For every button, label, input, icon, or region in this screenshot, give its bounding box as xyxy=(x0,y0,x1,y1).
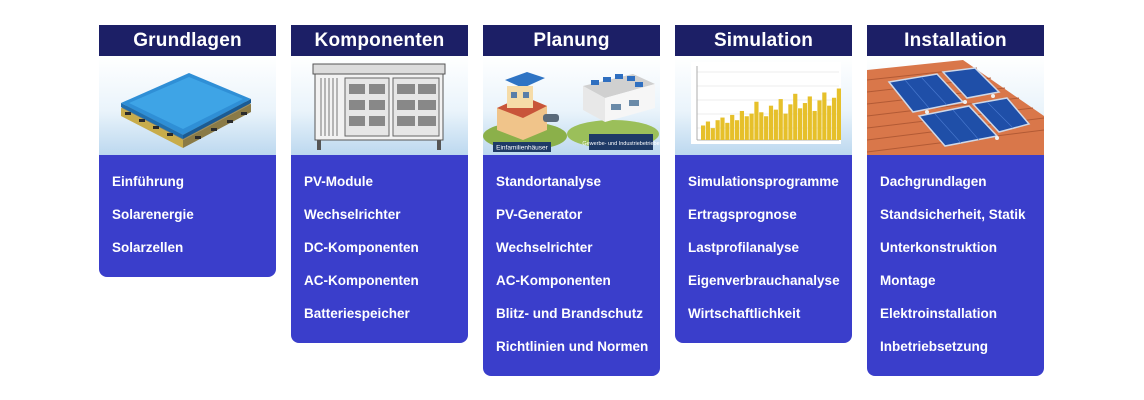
chart-bar xyxy=(812,110,817,140)
list-item[interactable]: PV-Generator xyxy=(496,207,583,222)
chart-bar xyxy=(768,105,774,140)
list-item[interactable]: PV-Module xyxy=(304,174,374,189)
list-item[interactable]: AC-Komponenten xyxy=(496,273,611,288)
list-item[interactable]: AC-Komponenten xyxy=(304,273,419,288)
chart-bar xyxy=(754,101,759,140)
card-title: Installation xyxy=(867,25,1044,56)
yield-bar-chart-illustration xyxy=(675,56,852,155)
list-item[interactable]: Batteriespeicher xyxy=(304,306,410,321)
list-item[interactable]: Richtlinien und Normen xyxy=(496,339,649,354)
card-title: Grundlagen xyxy=(99,25,276,56)
chart-bar xyxy=(827,105,832,140)
card-topic-list: Simulationsprogramme Ertragsprognose Las… xyxy=(675,155,852,343)
chart-bar xyxy=(764,116,769,140)
list-item[interactable]: Inbetriebsetzung xyxy=(880,339,989,354)
chart-bars xyxy=(701,88,841,140)
solar-cell-illustration xyxy=(99,56,276,155)
image-label: Gewerbe- und Industriebetriebe xyxy=(582,141,659,147)
list-item[interactable]: Eigenverbrauchanalyse xyxy=(688,273,840,288)
card-topic-list: Dachgrundlagen Standsicherheit, Statik U… xyxy=(867,155,1044,376)
list-item[interactable]: Unterkonstruktion xyxy=(880,240,998,255)
chart-bar xyxy=(836,88,841,140)
chart-bar xyxy=(734,120,740,140)
list-item[interactable]: Standortanalyse xyxy=(496,174,602,189)
chart-bar xyxy=(778,99,783,140)
chart-bar xyxy=(715,120,720,140)
list-item[interactable]: Wechselrichter xyxy=(496,240,593,255)
chart-bar xyxy=(730,114,735,140)
chart-bar xyxy=(744,116,749,140)
card-installation: Installation Dachgr xyxy=(867,25,1044,376)
list-item[interactable]: Wirtschaftlichkeit xyxy=(688,306,801,321)
list-item[interactable]: Einführung xyxy=(112,174,184,189)
chart-bar xyxy=(710,128,715,140)
list-item[interactable]: DC-Komponenten xyxy=(304,240,419,255)
chart-bar xyxy=(725,122,730,140)
card-planung: Planung Einfamilienhäuser G xyxy=(483,25,660,376)
image-label: Einfamilienhäuser xyxy=(496,145,549,152)
card-grundlagen: Grundlagen Einführung Solarenergie Solar… xyxy=(99,25,276,277)
chart-bar xyxy=(749,113,754,140)
buildings-illustration: Einfamilienhäuser Gewerbe- und Industrie… xyxy=(483,56,660,155)
chart-bar xyxy=(817,100,822,140)
card-title: Simulation xyxy=(675,25,852,56)
list-item[interactable]: Elektroinstallation xyxy=(880,306,998,321)
chart-bar xyxy=(802,103,808,140)
list-item[interactable]: Dachgrundlagen xyxy=(880,174,987,189)
list-item[interactable]: Simulationsprogramme xyxy=(688,174,839,189)
card-topic-list: Standortanalyse PV-Generator Wechselrich… xyxy=(483,155,660,376)
chart-bar xyxy=(807,96,812,140)
card-komponenten: Komponenten PV-Module xyxy=(291,25,468,343)
chart-bar xyxy=(739,110,744,140)
chart-bar xyxy=(720,117,725,140)
chart-bar xyxy=(831,97,837,140)
card-simulation: Simulation Simulationsprogramme Ertragsp… xyxy=(675,25,852,343)
chart-bar xyxy=(822,92,827,140)
battery-cabinet-illustration xyxy=(291,56,468,155)
chart-bar xyxy=(788,104,793,140)
roof-mounted-panels-illustration xyxy=(867,56,1044,155)
chart-bar xyxy=(759,112,764,140)
list-item[interactable]: Montage xyxy=(880,273,936,288)
list-item[interactable]: Wechselrichter xyxy=(304,207,401,222)
list-item[interactable]: Blitz- und Brandschutz xyxy=(496,306,643,321)
card-title: Planung xyxy=(483,25,660,56)
list-item[interactable]: Ertragsprognose xyxy=(688,207,797,222)
chart-bar xyxy=(798,108,803,140)
card-topic-list: Einführung Solarenergie Solarzellen xyxy=(99,155,276,277)
chart-bar xyxy=(783,113,788,140)
chart-bar xyxy=(701,125,706,140)
list-item[interactable]: Solarenergie xyxy=(112,207,194,222)
card-topic-list: PV-Module Wechselrichter DC-Komponenten … xyxy=(291,155,468,343)
list-item[interactable]: Solarzellen xyxy=(112,240,184,255)
chart-bar xyxy=(793,93,798,140)
list-item[interactable]: Standsicherheit, Statik xyxy=(880,207,1026,222)
list-item[interactable]: Lastprofilanalyse xyxy=(688,240,800,255)
chart-bar xyxy=(705,121,711,140)
chart-bar xyxy=(773,109,778,140)
card-title: Komponenten xyxy=(291,25,468,56)
